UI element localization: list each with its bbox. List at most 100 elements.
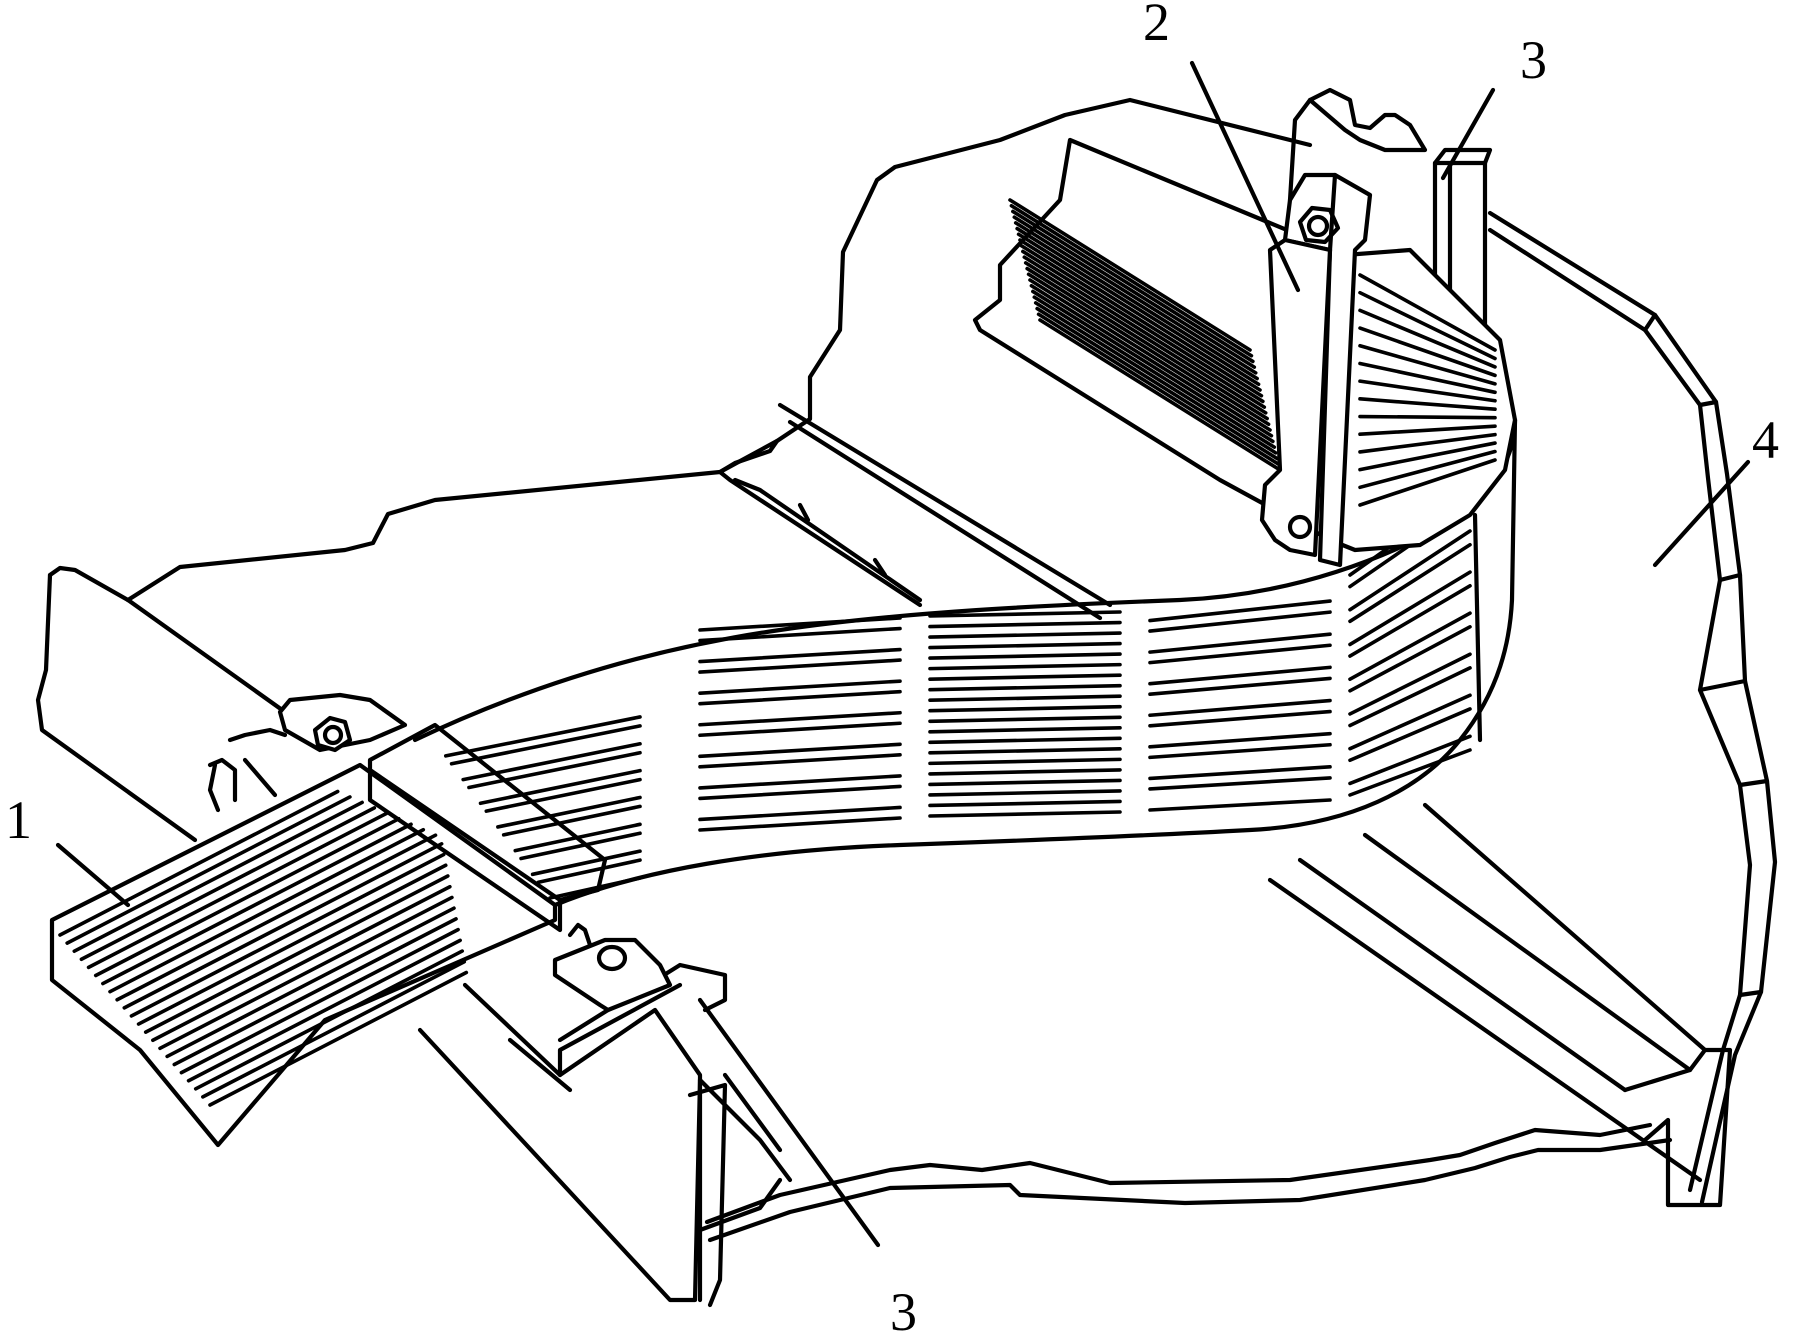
cable-strand (1033, 301, 1278, 455)
cable-strand (928, 631, 1122, 639)
cable-strand (143, 874, 450, 1034)
cable-strand (79, 806, 377, 962)
cable-strand (1358, 432, 1497, 454)
cable-strand (928, 747, 1122, 755)
cable-strand (698, 816, 902, 832)
cable-strand (72, 800, 364, 953)
cable-strand (1148, 643, 1332, 665)
cable-strand (698, 679, 902, 695)
cable-strand (698, 721, 902, 738)
leader-1 (55, 842, 131, 908)
cable-strand (698, 753, 902, 769)
cable-strand (698, 784, 902, 801)
cable-strand (1016, 232, 1261, 387)
cable-strand (928, 683, 1122, 692)
cable-strand (519, 831, 642, 861)
cable-strand (1038, 318, 1282, 472)
cable-strand (1028, 278, 1272, 432)
cable-strand (1148, 698, 1332, 718)
label-1: 1 (5, 790, 32, 850)
cable-strand (1013, 221, 1258, 375)
cable-strand (1148, 798, 1332, 812)
cable-strand (449, 724, 642, 766)
left-tray-cables (49, 762, 558, 1148)
cable-strand (101, 822, 413, 986)
cable-strand (1148, 676, 1332, 697)
cable-strand (1358, 424, 1497, 437)
part-labels: 1 2 3 4 3 (5, 0, 1779, 1335)
cable-strand (698, 710, 902, 727)
cable-strand (443, 715, 642, 758)
cable-strand (1148, 632, 1332, 654)
left-tray-wall (35, 565, 793, 1308)
cable-strand (698, 616, 902, 632)
cable-strand (1358, 326, 1497, 378)
cable-strand (1148, 599, 1332, 623)
cable-strand (928, 778, 1122, 787)
cable-strand (1148, 731, 1332, 749)
cable-strand (1348, 625, 1472, 693)
cable-strand (1148, 665, 1332, 686)
cable-strand (136, 863, 448, 1026)
cable-strand (461, 741, 642, 782)
cable-strand (1148, 742, 1332, 760)
cable-strand (193, 949, 465, 1091)
cable-strand (928, 799, 1122, 808)
cable-strand (1021, 249, 1265, 404)
cable-strand (65, 795, 352, 945)
cable-strand (165, 906, 456, 1059)
cable-strand (1148, 610, 1332, 633)
cable-strand (58, 789, 340, 937)
cable-strand (1148, 765, 1332, 781)
upper-support-rail (717, 402, 1113, 621)
cable-strand (1011, 209, 1255, 364)
cable-strand (484, 777, 642, 813)
cable-strand (1348, 529, 1472, 612)
cable-strand (1032, 295, 1277, 449)
leader-lines (55, 60, 1751, 1248)
cable-strand (1015, 226, 1259, 381)
cable-strand (1348, 570, 1472, 647)
cable-strand (158, 895, 454, 1051)
cable-strand (1358, 290, 1497, 361)
cable-strand (928, 736, 1122, 745)
floor-plate (125, 97, 1778, 1243)
cable-strand (928, 810, 1122, 818)
cable-strand (1019, 243, 1264, 398)
cable-strand (1348, 734, 1472, 786)
leader-2 (1189, 60, 1301, 293)
cable-strand (928, 641, 1122, 650)
cable-strand (928, 673, 1122, 681)
cable-strand (928, 725, 1122, 734)
cable-strand (1348, 652, 1472, 716)
upper-tray (972, 87, 1518, 568)
cable-strand (1358, 441, 1497, 472)
cable-strand (513, 822, 642, 853)
cable-strand (86, 811, 389, 970)
cable-strand (1348, 542, 1472, 624)
cable-strand (698, 742, 902, 759)
cable-strand (1009, 203, 1254, 358)
cable-strand (122, 842, 444, 1010)
cable-strand (548, 876, 642, 900)
lower-right-rail (1267, 802, 1733, 1208)
label-4: 4 (1752, 410, 1779, 470)
leader-3-top (1440, 87, 1496, 181)
cable-strand (1036, 312, 1281, 467)
cable-strand (478, 768, 642, 806)
cable-strand (179, 927, 460, 1075)
cable-strand (1358, 449, 1497, 490)
cable-strand (1358, 397, 1497, 412)
hex-bolt-icon (1297, 205, 1341, 245)
cable-strand (1348, 693, 1472, 751)
cable-strand (1358, 458, 1497, 507)
leader-4 (1652, 459, 1751, 568)
bolt-hole-icon (596, 944, 628, 972)
cable-strand (1035, 306, 1279, 461)
cable-strand (1148, 776, 1332, 791)
cable-strand (1358, 308, 1497, 369)
cable-strand (1148, 709, 1332, 728)
cable-strand (928, 789, 1122, 797)
